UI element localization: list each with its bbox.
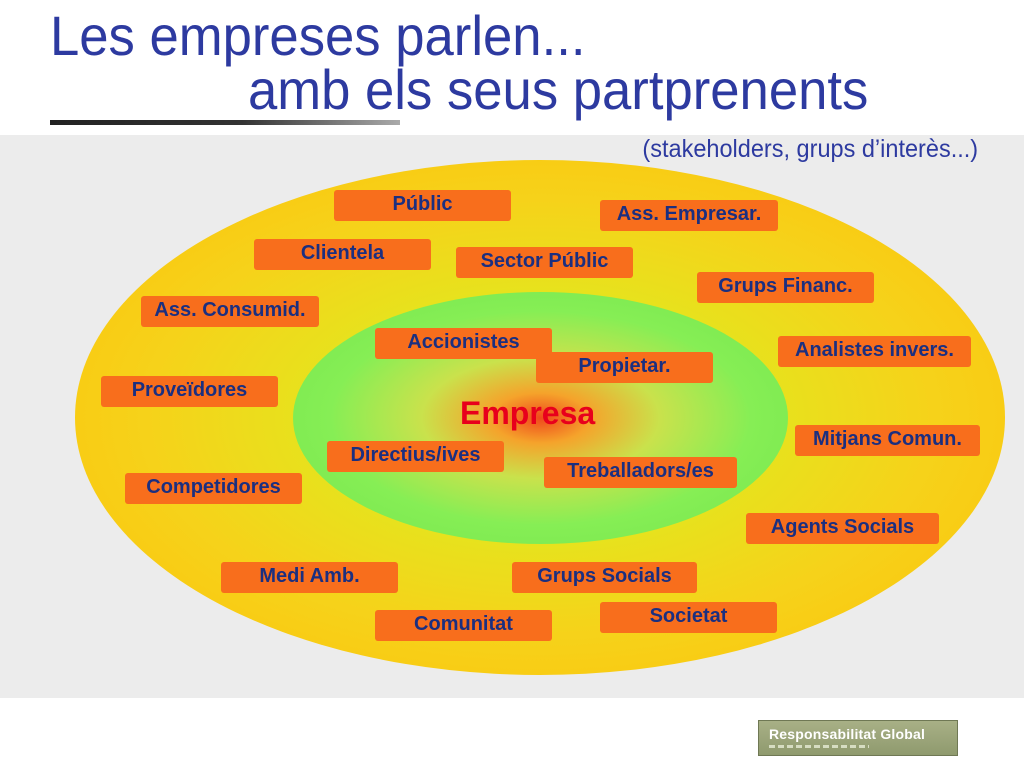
stakeholder-tag: Ass. Empresar. (600, 200, 778, 231)
stakeholder-tag: Clientela (254, 239, 431, 270)
title-line-1: Les empreses parlen... (50, 4, 586, 67)
stakeholder-tag: Agents Socials (746, 513, 939, 544)
stakeholder-tag: Grups Socials (512, 562, 697, 593)
stakeholder-tag: Competidores (125, 473, 302, 504)
stakeholder-tag: Ass. Consumid. (141, 296, 319, 327)
stakeholder-tag: Proveïdores (101, 376, 278, 407)
stakeholder-tag: Sector Públic (456, 247, 633, 278)
internal-stakeholder-tag: Accionistes (375, 328, 552, 359)
stakeholder-tag: Medi Amb. (221, 562, 398, 593)
responsabilitat-global-logo: Responsabilitat Global (758, 720, 958, 756)
stakeholder-tag: Societat (600, 602, 777, 633)
stakeholder-tag: Grups Financ. (697, 272, 874, 303)
internal-stakeholder-tag: Directius/ives (327, 441, 504, 472)
stakeholder-tag: Comunitat (375, 610, 552, 641)
center-label-empresa: Empresa (460, 395, 596, 431)
internal-stakeholder-tag: Propietar. (536, 352, 713, 383)
subtitle: (stakeholders, grups d’interès...) (642, 135, 978, 163)
logo-decoration (769, 745, 869, 748)
stakeholder-tag: Analistes invers. (778, 336, 971, 367)
title-line-2: amb els seus partprenents (248, 58, 869, 121)
logo-text: Responsabilitat Global (769, 726, 926, 742)
internal-stakeholder-tag: Treballadors/es (544, 457, 737, 488)
stakeholder-tag: Mitjans Comun. (795, 425, 980, 456)
title-underline (50, 120, 400, 125)
stakeholder-tag: Públic (334, 190, 511, 221)
